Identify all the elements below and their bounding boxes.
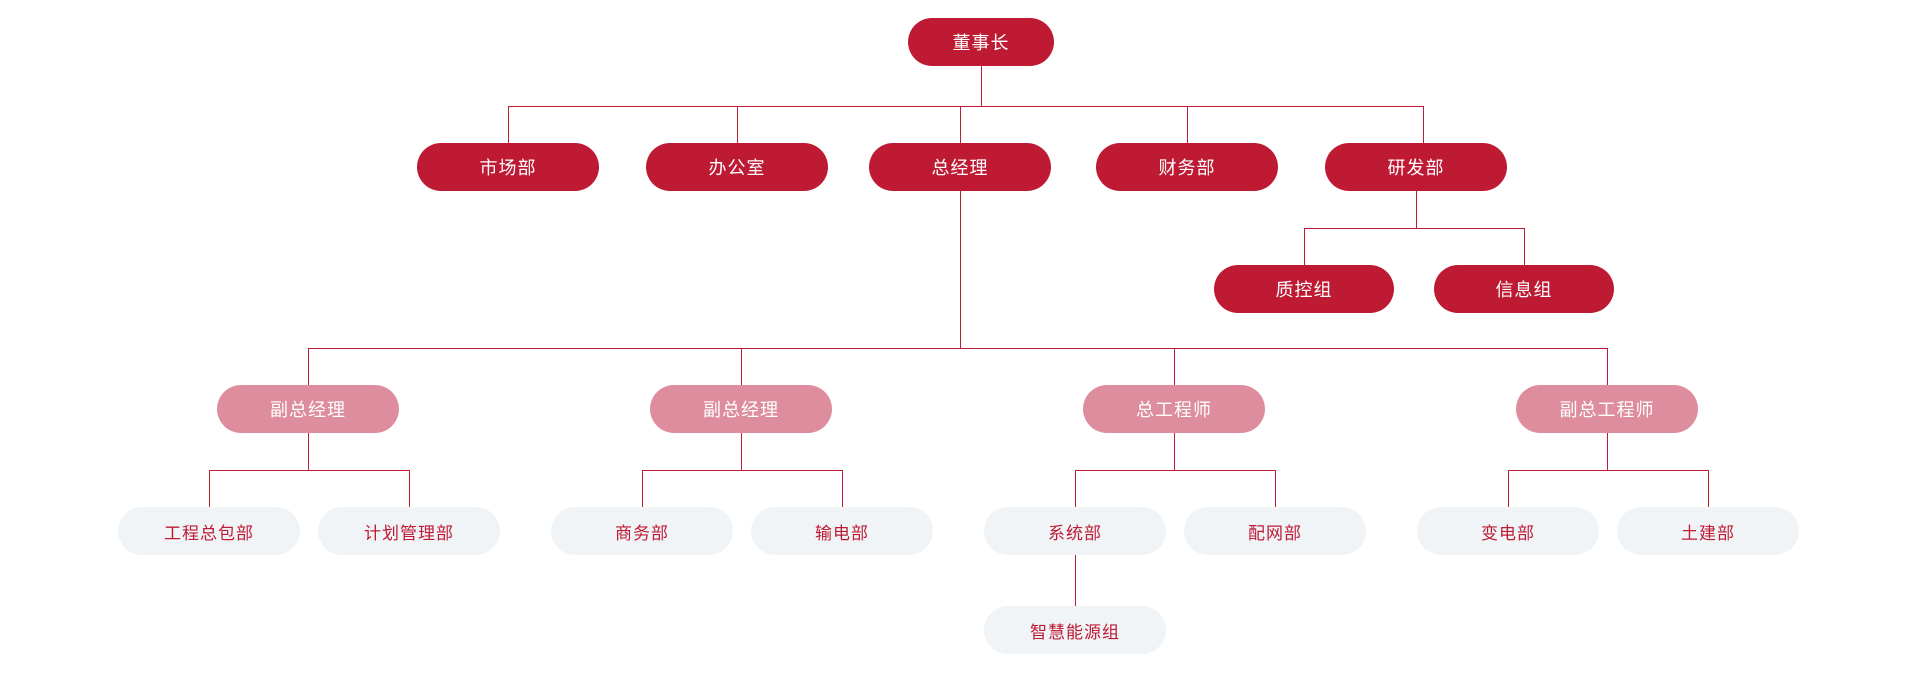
connector-c-gm-drop <box>960 106 961 143</box>
org-node-epc[interactable]: 工程总包部 <box>118 507 300 555</box>
connector-c-commerce-drop <box>642 470 643 507</box>
org-node-label: 配网部 <box>1248 523 1302 543</box>
org-node-chief-eng[interactable]: 总工程师 <box>1083 385 1265 433</box>
connector-c-chairman-bus <box>508 106 1423 107</box>
connector-c-rnd-bus <box>1304 228 1524 229</box>
org-node-smart-energy[interactable]: 智慧能源组 <box>984 606 1166 654</box>
org-node-office[interactable]: 办公室 <box>646 143 828 191</box>
connector-c-qc-drop <box>1304 228 1305 265</box>
connector-c-dgm2-stem <box>741 433 742 470</box>
org-node-label: 财务部 <box>1158 158 1216 178</box>
connector-c-depchief-drop <box>1607 348 1608 385</box>
org-node-system[interactable]: 系统部 <box>984 507 1166 555</box>
connector-c-substation-drop <box>1508 470 1509 507</box>
connector-c-dgm1-stem <box>308 433 309 470</box>
org-node-civil[interactable]: 土建部 <box>1617 507 1799 555</box>
org-node-label: 副总经理 <box>270 400 346 420</box>
org-node-label: 质控组 <box>1275 280 1333 300</box>
org-node-label: 信息组 <box>1495 280 1553 300</box>
connector-c-depchief-bus <box>1508 470 1708 471</box>
org-node-finance[interactable]: 财务部 <box>1096 143 1278 191</box>
org-node-label: 土建部 <box>1681 523 1735 543</box>
org-node-label: 董事长 <box>952 33 1010 53</box>
connector-c-chairman-stem <box>981 66 982 106</box>
org-node-commerce[interactable]: 商务部 <box>551 507 733 555</box>
connector-c-chief-bus <box>1075 470 1275 471</box>
connector-c-dgm1-drop <box>308 348 309 385</box>
org-node-label: 办公室 <box>708 158 766 178</box>
org-node-info-group[interactable]: 信息组 <box>1434 265 1614 313</box>
connector-c-finance-drop <box>1187 106 1188 143</box>
connector-c-epc-drop <box>209 470 210 507</box>
connector-c-civil-drop <box>1708 470 1709 507</box>
org-node-label: 变电部 <box>1481 523 1535 543</box>
connector-c-marketing-drop <box>508 106 509 143</box>
org-node-dep-chief[interactable]: 副总工程师 <box>1516 385 1698 433</box>
org-node-label: 计划管理部 <box>364 523 454 543</box>
connector-c-gm-bus <box>308 348 1607 349</box>
connector-c-rnd-drop <box>1423 106 1424 143</box>
connector-c-planning-drop <box>409 470 410 507</box>
connector-c-gm-long-stem <box>960 191 961 348</box>
connector-c-info-drop <box>1524 228 1525 265</box>
connector-c-system-drop <box>1075 470 1076 507</box>
connector-c-dgm1-bus <box>209 470 409 471</box>
connector-c-dgm2-bus <box>642 470 842 471</box>
org-node-label: 系统部 <box>1048 523 1102 543</box>
connector-c-distrib-drop <box>1275 470 1276 507</box>
org-node-label: 商务部 <box>615 523 669 543</box>
org-node-label: 总经理 <box>931 158 989 178</box>
org-node-dgm-2[interactable]: 副总经理 <box>650 385 832 433</box>
connector-c-chief-stem <box>1174 433 1175 470</box>
org-node-chairman[interactable]: 董事长 <box>908 18 1054 66</box>
connector-c-transmis-drop <box>842 470 843 507</box>
connector-c-office-drop <box>737 106 738 143</box>
org-node-distribution[interactable]: 配网部 <box>1184 507 1366 555</box>
org-node-label: 工程总包部 <box>164 523 254 543</box>
org-node-planning[interactable]: 计划管理部 <box>318 507 500 555</box>
org-node-label: 总工程师 <box>1136 400 1212 420</box>
org-node-label: 研发部 <box>1387 158 1445 178</box>
connector-c-dgm2-drop <box>741 348 742 385</box>
org-node-label: 副总经理 <box>703 400 779 420</box>
org-node-rnd[interactable]: 研发部 <box>1325 143 1507 191</box>
org-node-label: 智慧能源组 <box>1030 622 1120 642</box>
org-node-label: 输电部 <box>815 523 869 543</box>
org-node-dgm-1[interactable]: 副总经理 <box>217 385 399 433</box>
org-node-label: 副总工程师 <box>1559 400 1655 420</box>
connector-c-rnd-stem <box>1416 191 1417 228</box>
connector-c-chief-drop <box>1174 348 1175 385</box>
org-node-qc-group[interactable]: 质控组 <box>1214 265 1394 313</box>
org-node-transmission[interactable]: 输电部 <box>751 507 933 555</box>
connector-c-depchief-stem <box>1607 433 1608 470</box>
org-node-substation[interactable]: 变电部 <box>1417 507 1599 555</box>
org-node-marketing[interactable]: 市场部 <box>417 143 599 191</box>
org-node-gm[interactable]: 总经理 <box>869 143 1051 191</box>
connector-c-system-stem <box>1075 555 1076 606</box>
org-node-label: 市场部 <box>479 158 537 178</box>
